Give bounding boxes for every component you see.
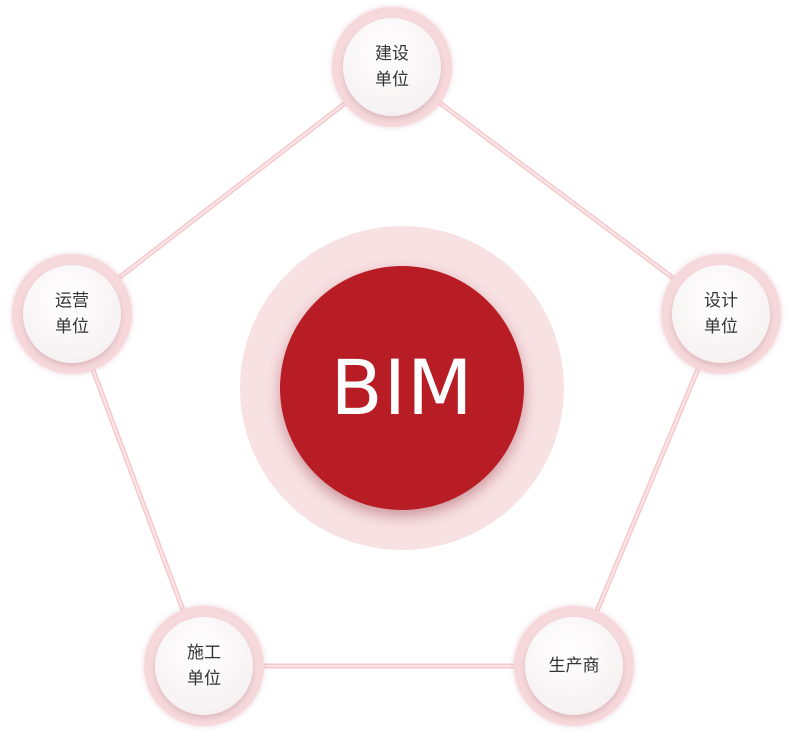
node-inner: 设计 单位	[672, 265, 770, 363]
node-label-operation-unit: 运营 单位	[55, 291, 89, 337]
node-inner: 建设 单位	[343, 18, 441, 116]
node-inner: 生产商	[525, 617, 623, 715]
node-label-builder-unit: 施工 单位	[187, 643, 221, 689]
node-label-construction-unit: 建设 单位	[375, 44, 409, 90]
node-label-design-unit: 设计 单位	[704, 291, 738, 337]
node-builder-unit: 施工 单位	[144, 606, 264, 726]
pentagon-outline-highlight	[71, 66, 722, 667]
node-construction-unit: 建设 单位	[332, 7, 452, 127]
node-label-manufacturer: 生产商	[548, 656, 600, 676]
bim-label: BIM	[330, 343, 474, 432]
node-manufacturer: 生产商	[514, 606, 634, 726]
node-inner: 运营 单位	[23, 265, 121, 363]
bim-center-circle: BIM	[280, 266, 524, 510]
node-inner: 施工 单位	[155, 617, 253, 715]
node-operation-unit: 运营 单位	[12, 254, 132, 374]
node-design-unit: 设计 单位	[661, 254, 781, 374]
